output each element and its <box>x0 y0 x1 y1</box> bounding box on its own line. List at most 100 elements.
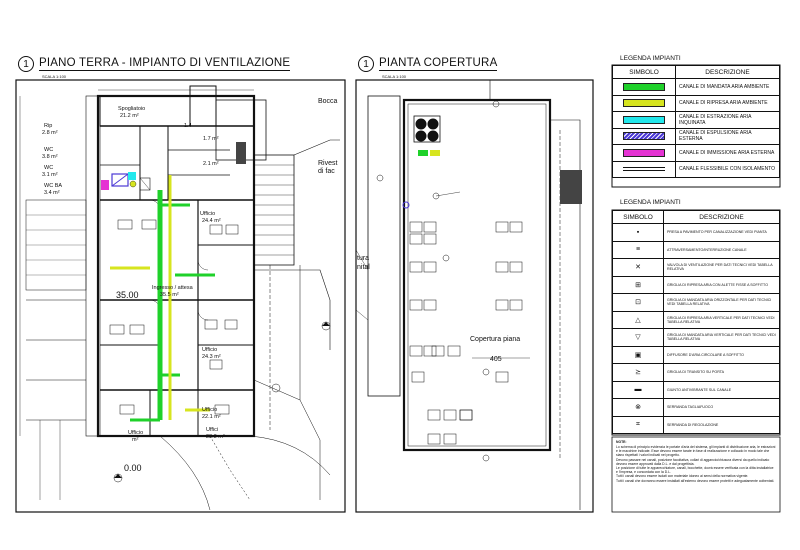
legend1-desc: CANALE DI ESPULSIONE ARIA ESTERNA <box>675 127 780 145</box>
legend1-col-symbol: SIMBOLO <box>612 65 676 79</box>
legend2-desc: GRIGLIA DI RIPRESA ARIA VERTICALE PER DA… <box>663 310 780 329</box>
legend1-swatch-cell <box>612 111 676 129</box>
note-label: Rivest <box>318 160 338 167</box>
duct-swatch-icon <box>623 132 665 141</box>
legend2-desc: GRIGLIA DI MANDATA ARIA ORIZZONTALE PER … <box>663 293 780 312</box>
room-area: 21.2 m² <box>120 113 139 119</box>
legend1-row: CANALE DI ESTRAZIONE ARIA INQUINATA <box>612 111 780 129</box>
legend2-row: ▣DIFFUSORE D'ARIA CIRCOLARE A SOFFITTO <box>612 345 780 364</box>
legend1-row: CANALE DI RIPRESA ARIA AMBIENTE <box>612 94 780 112</box>
legend1-col-desc: DESCRIZIONE <box>675 65 780 79</box>
legend2-desc: SERRANDA TAGLIAFUOCO <box>663 398 780 417</box>
room-label: Uffici <box>206 427 219 433</box>
room-label: Ufficio <box>202 347 218 353</box>
room-label: Ingresso / attesa <box>152 285 193 291</box>
level-label: 405 <box>490 356 502 363</box>
note-label: nital <box>357 264 370 271</box>
room-area: 24.4 m² <box>202 218 221 224</box>
legend1-table: SIMBOLO DESCRIZIONE CANALE DI MANDATA AR… <box>612 65 780 178</box>
level-label: 0.00 <box>124 463 142 473</box>
legend1-row: CANALE DI MANDATA ARIA AMBIENTE <box>612 78 780 96</box>
duct-network <box>101 172 215 422</box>
legend1-desc: CANALE DI IMMISSIONE ARIA ESTERNA <box>675 144 780 162</box>
level-label: 35.00 <box>116 290 139 300</box>
room-label: Ufficio <box>202 407 218 413</box>
legend2-symbol-icon: ✕ <box>612 258 664 277</box>
room-area: 3.4 m² <box>44 190 60 196</box>
plan2-title: PIANTA COPERTURA <box>379 57 498 71</box>
legend1-header: SIMBOLO DESCRIZIONE <box>612 65 780 79</box>
room-area: 2.8 m² <box>42 130 58 136</box>
legend2-row: ✕VALVOLA DI VENTILAZIONE PER DATI TECNIC… <box>612 258 780 277</box>
room-area: 3.8 m² <box>42 154 58 160</box>
roof-plan <box>355 79 594 513</box>
legend2-symbol-icon: ⊗ <box>612 398 664 417</box>
legend2-desc: PRESA A PAVIMENTO PER CANALIZZAZIONE VED… <box>663 223 780 242</box>
legend2-desc: GIUNTO ANTIVIBRANTE SUL CANALE <box>663 380 780 399</box>
legend1-desc: CANALE FLESSIBILE CON ISOLAMENTO <box>675 160 780 178</box>
legend2-row: ⌗SERRANDA DI REGOLAZIONE <box>612 415 780 434</box>
legend2-row: ⊡GRIGLIA DI MANDATA ARIA ORIZZONTALE PER… <box>612 293 780 312</box>
room-area: m² <box>132 437 139 443</box>
plan2-number: 1 <box>358 56 374 72</box>
plan2-frame <box>355 79 594 513</box>
ground-floor-plan <box>15 79 346 513</box>
legend1-swatch-cell <box>612 160 676 178</box>
duct-swatch-icon <box>623 148 665 157</box>
note-label: di fac <box>318 168 335 175</box>
room-label: WC <box>44 147 54 153</box>
room-label: Rip <box>44 123 53 129</box>
room-area: 1.7 m² <box>203 136 219 142</box>
room-area: 3.1 m² <box>42 172 58 178</box>
plan1-number: 1 <box>18 56 34 72</box>
legend2-col-symbol: SIMBOLO <box>612 210 664 224</box>
legend2-symbol-icon: ⊡ <box>612 293 664 312</box>
legend2-row: △GRIGLIA DI RIPRESA ARIA VERTICALE PER D… <box>612 310 780 329</box>
room-label: Spogliatoio <box>118 106 146 112</box>
plan2-title-block: 1 PIANTA COPERTURA <box>358 56 498 72</box>
legend1-swatch-cell <box>612 94 676 112</box>
legend1-desc: CANALE DI ESTRAZIONE ARIA INQUINATA <box>675 111 780 129</box>
legend1-swatch-cell <box>612 78 676 96</box>
legend2-row: ≡ATTRAVERSAMENTO/INTERRUZIONE CANALE <box>612 240 780 259</box>
legend2-desc: ATTRAVERSAMENTO/INTERRUZIONE CANALE <box>663 240 780 259</box>
room-label: WC BA <box>44 183 63 189</box>
room-area: 28.3 m² <box>206 434 225 440</box>
room-area: 2.1 m² <box>203 161 219 167</box>
legend2-desc: GRIGLIA DI TRANSITO SU PORTA <box>663 363 780 382</box>
duct-swatch-icon <box>623 99 665 108</box>
legend2-desc: GRIGLIA DI MANDATA ARIA VERTICALE PER DA… <box>663 328 780 347</box>
room-label: Ufficio <box>200 211 216 217</box>
room-label: WC <box>44 165 54 171</box>
legend1-desc: CANALE DI MANDATA ARIA AMBIENTE <box>675 78 780 96</box>
legend2-row: ▽GRIGLIA DI MANDATA ARIA VERTICALE PER D… <box>612 328 780 347</box>
legend2-table: SIMBOLO DESCRIZIONE ▪PRESA A PAVIMENTO P… <box>612 210 780 434</box>
legend2-desc: VALVOLA DI VENTILAZIONE PER DATI TECNICI… <box>663 258 780 277</box>
room-area: 1.4 <box>184 123 192 129</box>
legend1-row: CANALE FLESSIBILE CON ISOLAMENTO <box>612 160 780 178</box>
legend2-symbol-icon: ⊞ <box>612 275 664 294</box>
room-area: 35.5 m² <box>160 292 179 298</box>
legend2-title: LEGENDA IMPIANTI <box>620 199 681 206</box>
legend1-desc: CANALE DI RIPRESA ARIA AMBIENTE <box>675 94 780 112</box>
notes-frame <box>611 436 781 513</box>
legend2-symbol-icon: ▣ <box>612 345 664 364</box>
legend1-swatch-cell <box>612 127 676 145</box>
duct-swatch-icon <box>623 82 665 91</box>
duct-swatch-icon <box>623 115 665 124</box>
legend2-col-desc: DESCRIZIONE <box>663 210 780 224</box>
legend1-title: LEGENDA IMPIANTI <box>620 55 681 62</box>
legend2-row: ▬GIUNTO ANTIVIBRANTE SUL CANALE <box>612 380 780 399</box>
note-label: Bocca <box>318 98 338 105</box>
plan1-frame <box>15 79 346 513</box>
legend2-row: ⊞GRIGLIA DI RIPRESA ARIA CON ALETTE FISS… <box>612 275 780 294</box>
legend2-desc: GRIGLIA DI RIPRESA ARIA CON ALETTE FISSE… <box>663 275 780 294</box>
notes-heading: NOTE: <box>616 440 627 444</box>
plan1-title-block: 1 PIANO TERRA - IMPIANTO DI VENTILAZIONE <box>18 56 291 72</box>
legend2-symbol-icon: ≡ <box>612 240 664 259</box>
legend2-row: ▪PRESA A PAVIMENTO PER CANALIZZAZIONE VE… <box>612 223 780 242</box>
legend2-desc: SERRANDA DI REGOLAZIONE <box>663 415 780 434</box>
duct-swatch-icon <box>623 165 665 174</box>
room-label: Ufficio <box>128 430 144 436</box>
